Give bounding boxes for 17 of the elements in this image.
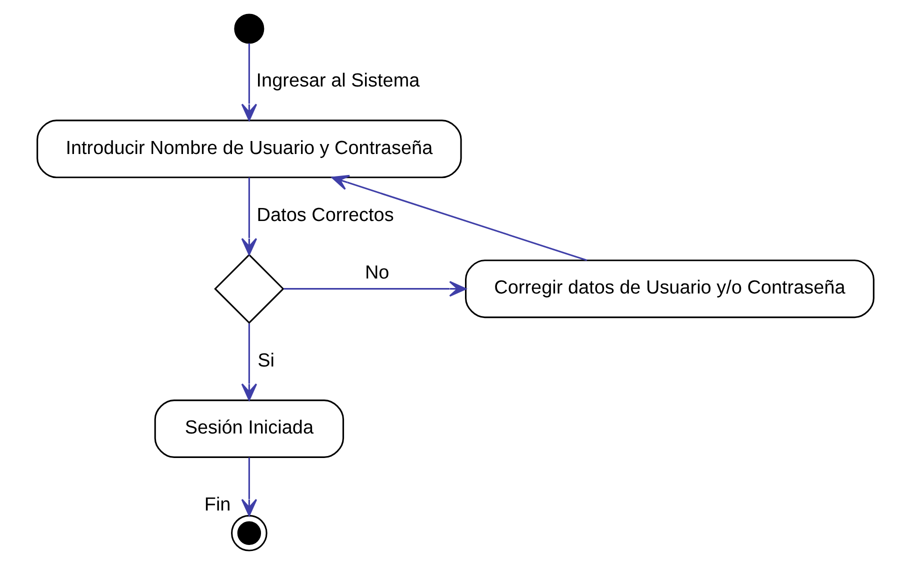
edge-label: Si <box>257 350 274 372</box>
node-box: Sesión Iniciada <box>154 400 344 458</box>
arrow <box>283 280 466 297</box>
node-label: Fin <box>204 494 230 516</box>
edge-label: Ingresar al Sistema <box>256 70 420 92</box>
arrow <box>240 324 257 401</box>
node-box: Corregir datos de Usuario y/o Contraseña <box>464 260 874 318</box>
edge-label: No <box>364 262 389 284</box>
node-circle <box>230 514 267 552</box>
arrow <box>330 174 587 262</box>
arrow <box>240 43 257 121</box>
node-box: Introducir Nombre de Usuario y Contraseña <box>36 120 462 178</box>
node-diamond <box>214 254 284 324</box>
arrow <box>240 178 257 256</box>
edge-label: Datos Correctos <box>256 205 394 226</box>
arrow <box>240 457 257 516</box>
node-circle <box>234 14 264 44</box>
